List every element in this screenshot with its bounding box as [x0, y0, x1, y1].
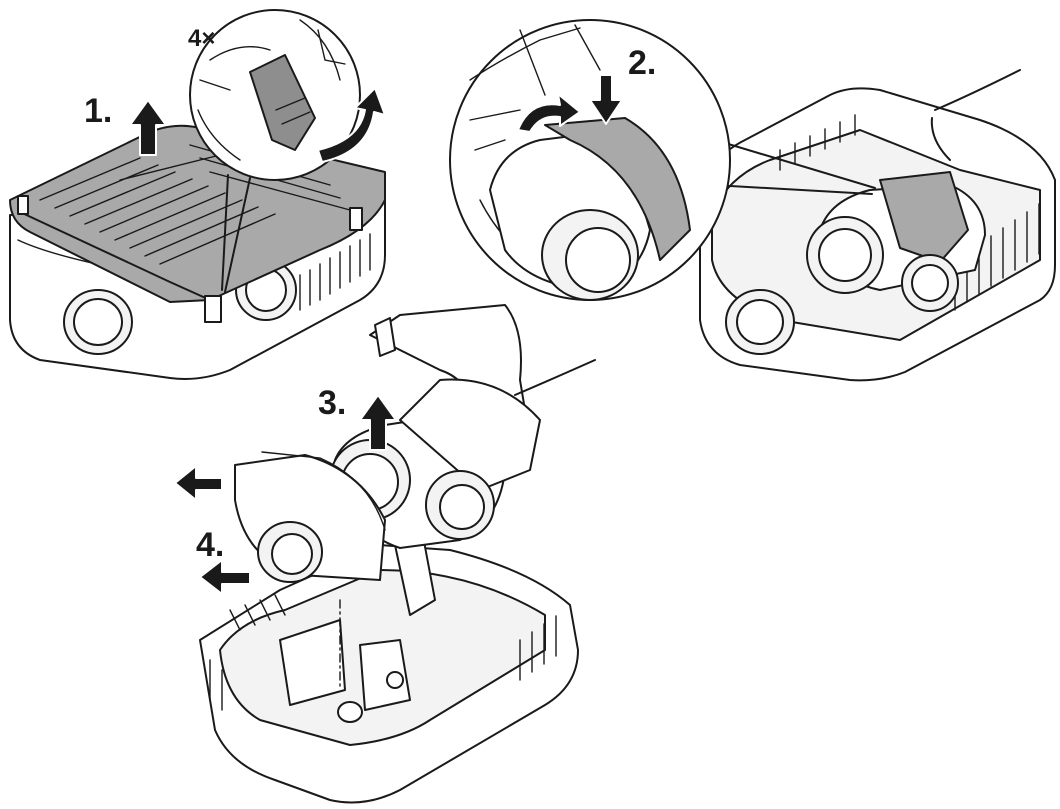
slide-cover-arrow-icon [174, 465, 223, 501]
step-label-3: 3. [318, 384, 346, 422]
lift-motor-arrow-icon [359, 394, 397, 451]
step-label-4: 4. [196, 526, 224, 564]
pull-nozzle-arrow-icon [199, 559, 251, 595]
pump-step-3-4 [199, 304, 596, 804]
pump-step-2 [699, 69, 1056, 382]
callout-circle-band [449, 19, 731, 301]
callout-pointer-2 [712, 139, 876, 195]
callout-pointer-1 [221, 174, 251, 293]
step-label-1: 1. [84, 92, 112, 130]
clip-count-label: 4× [188, 25, 215, 52]
lift-arrow-icon [129, 99, 167, 156]
callout-circle-clip [189, 9, 386, 181]
step-label-2: 2. [628, 44, 656, 82]
pump-step-1 [9, 124, 386, 380]
